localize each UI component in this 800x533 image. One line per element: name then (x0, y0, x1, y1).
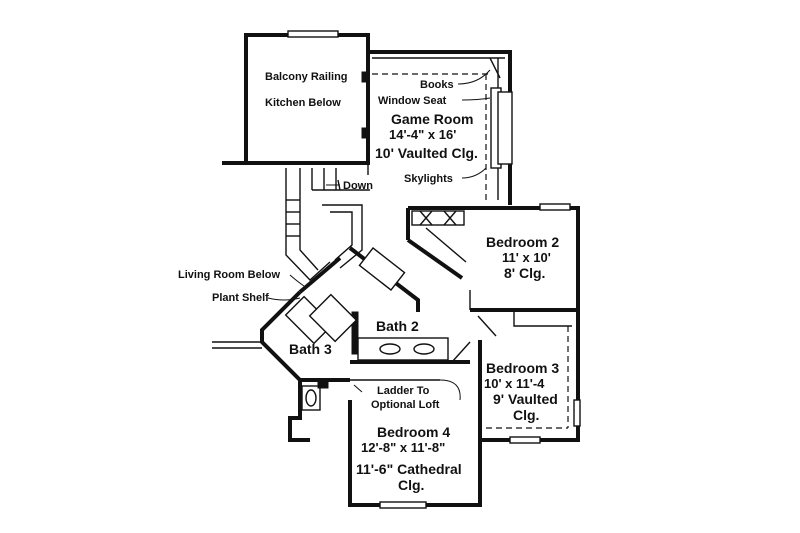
balcony-window (287, 30, 339, 38)
game-room-size: 14'-4" x 16' (389, 127, 456, 142)
bath-3 (212, 290, 358, 442)
bedroom-2-ceiling: 8' Clg. (504, 265, 545, 281)
game-room-ceiling: 10' Vaulted Clg. (375, 145, 478, 161)
bedroom-3-name: Bedroom 3 (486, 360, 559, 376)
game-room-name: Game Room (391, 111, 473, 127)
bedroom-3 (469, 290, 581, 444)
bedroom-3-ceiling-1: 9' Vaulted (493, 391, 558, 407)
bedroom-2-size: 11' x 10' (502, 250, 551, 265)
bath-3-name: Bath 3 (289, 341, 332, 357)
game-room (367, 50, 513, 205)
bath-2-name: Bath 2 (376, 318, 419, 334)
leader-lines (267, 69, 491, 393)
stair (285, 168, 370, 281)
bedroom-3-window (509, 436, 541, 444)
bedroom-4-window (379, 501, 427, 509)
books-label: Books (420, 79, 454, 91)
bedroom-2-name: Bedroom 2 (486, 234, 559, 250)
closet-bedroom-2 (411, 210, 465, 226)
bedroom-2 (406, 203, 580, 312)
plant-shelf-label: Plant Shelf (212, 292, 269, 304)
labels: Balcony Railing Kitchen Below Books Wind… (178, 71, 559, 493)
bedroom-4-ceiling-1: 11'-6" Cathedral (356, 461, 462, 477)
ladder-label-1: Ladder To (377, 385, 430, 397)
balcony-railing-label: Balcony Railing (265, 71, 348, 83)
bedroom-4-name: Bedroom 4 (377, 424, 450, 440)
skylights-label: Skylights (404, 173, 453, 185)
kitchen-below-label: Kitchen Below (265, 97, 341, 109)
window-seat-label: Window Seat (378, 95, 447, 107)
ladder-label-2: Optional Loft (371, 399, 440, 411)
living-room-below-label: Living Room Below (178, 269, 281, 281)
bath-2 (298, 246, 471, 364)
bedroom-2-window (539, 203, 571, 211)
bedroom-4-size: 12'-8" x 11'-8" (361, 440, 445, 455)
down-label: Down (343, 180, 373, 192)
bedroom-4 (348, 379, 482, 509)
game-room-window (497, 91, 513, 165)
balcony-area (222, 30, 370, 165)
bedroom-4-ceiling-2: Clg. (398, 477, 424, 493)
bedroom-3-ceiling-2: Clg. (513, 407, 539, 423)
bedroom-3-size: 10' x 11'-4 (484, 376, 545, 391)
